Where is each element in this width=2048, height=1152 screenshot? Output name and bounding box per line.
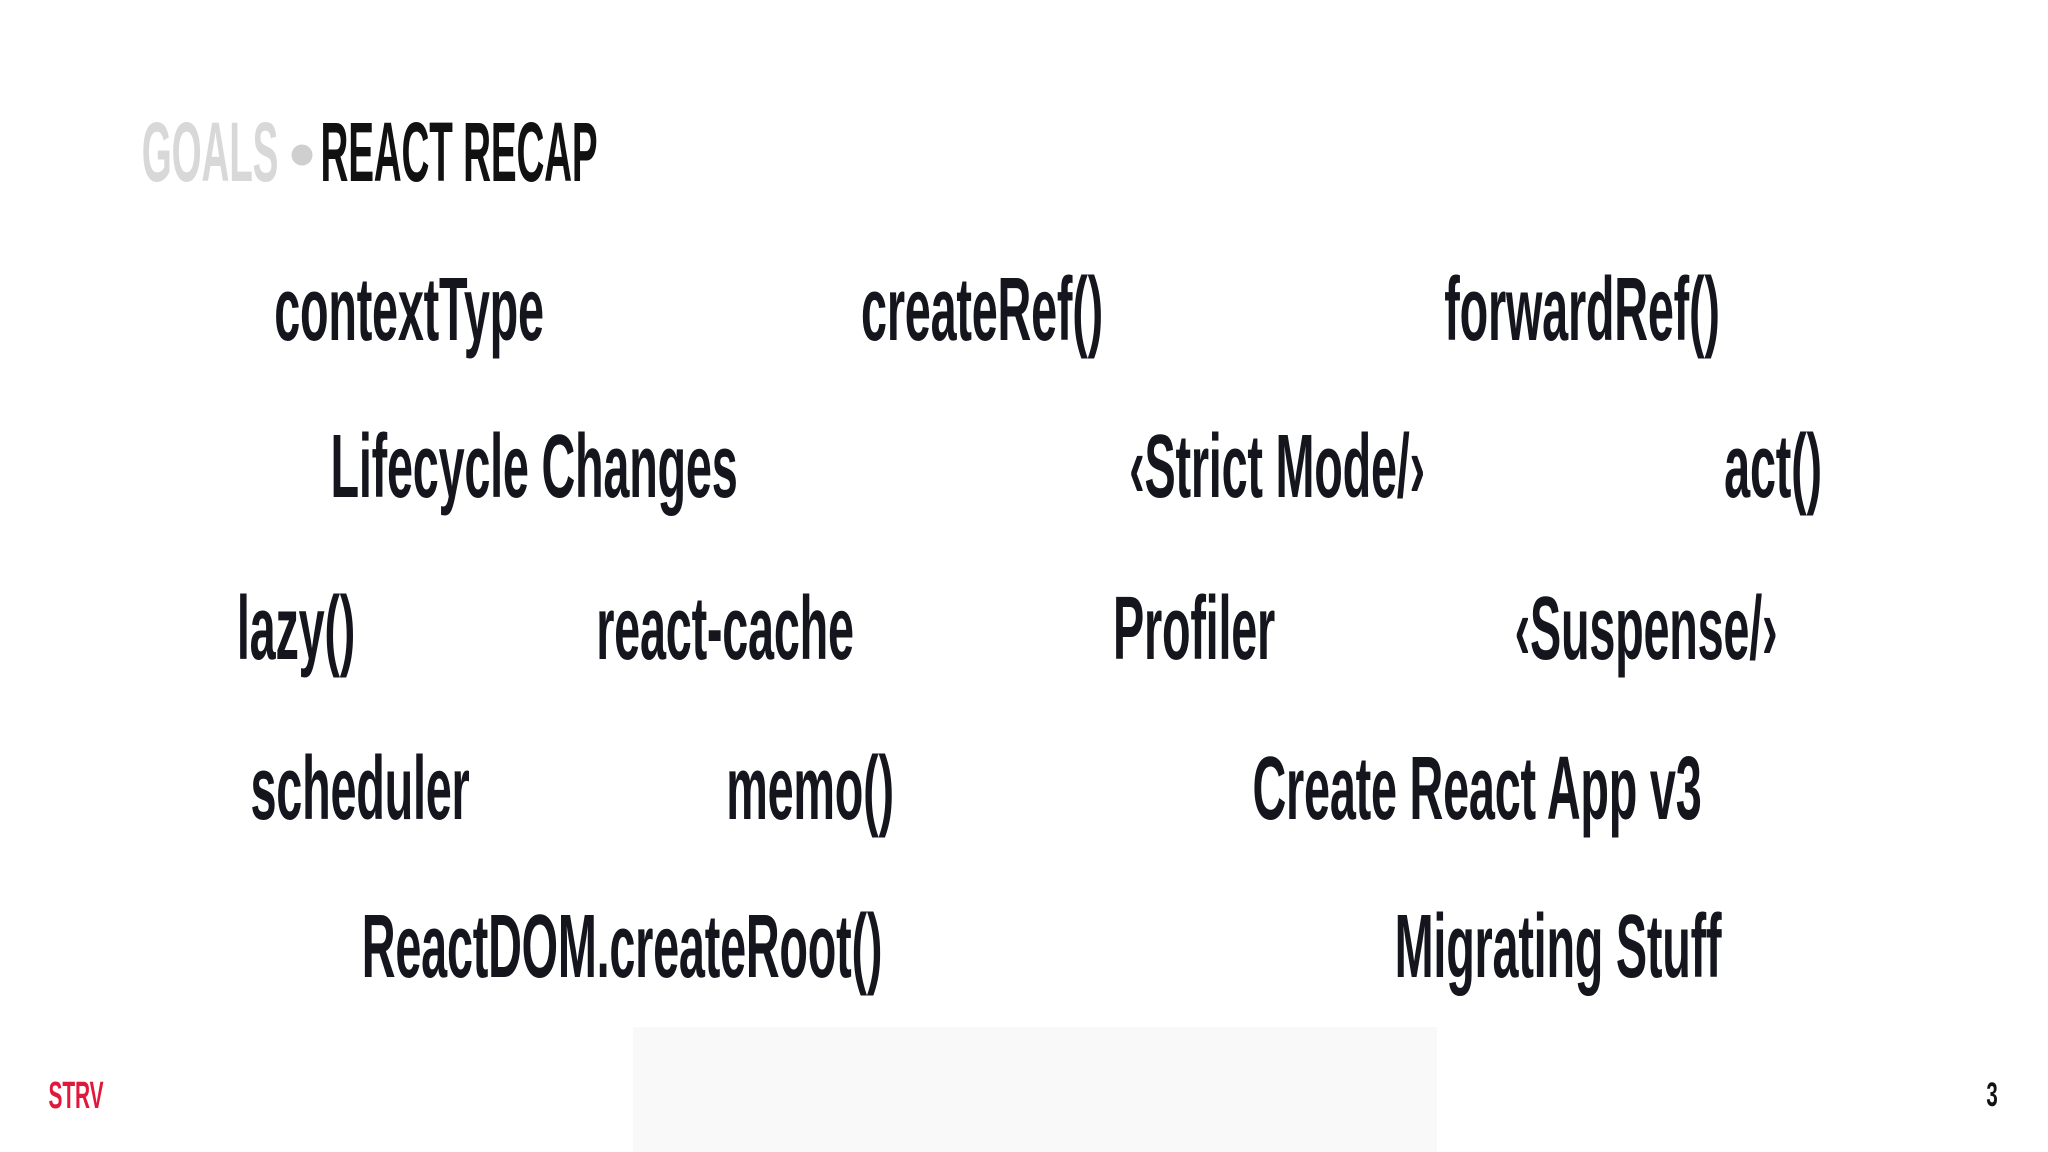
term-reactdom-createroot: ReactDOM.createRoot() bbox=[361, 897, 883, 997]
term-strict-mode: ‹Strict Mode/› bbox=[1129, 417, 1425, 517]
dot-icon bbox=[291, 144, 313, 166]
strv-logo: STRV bbox=[48, 1075, 104, 1117]
page-title: REACT RECAP bbox=[320, 105, 598, 199]
header-section-label: GOALS bbox=[141, 105, 279, 199]
term-forwardref: forwardRef() bbox=[1444, 260, 1720, 360]
term-suspense: ‹Suspense/› bbox=[1514, 579, 1778, 679]
term-contexttype: contextType bbox=[274, 260, 544, 360]
background-band bbox=[633, 1027, 1437, 1152]
term-lifecycle-changes: Lifecycle Changes bbox=[330, 417, 738, 517]
term-scheduler: scheduler bbox=[250, 739, 470, 839]
term-profiler: Profiler bbox=[1113, 579, 1275, 679]
term-memo: memo() bbox=[726, 739, 894, 839]
term-lazy: lazy() bbox=[236, 579, 356, 679]
term-createref: createRef() bbox=[861, 260, 1103, 360]
term-act: act() bbox=[1724, 417, 1822, 517]
term-create-react-app: Create React App v3 bbox=[1252, 739, 1702, 839]
term-react-cache: react-cache bbox=[596, 579, 854, 679]
page-number: 3 bbox=[1986, 1076, 1998, 1114]
term-migrating-stuff: Migrating Stuff bbox=[1394, 897, 1722, 997]
